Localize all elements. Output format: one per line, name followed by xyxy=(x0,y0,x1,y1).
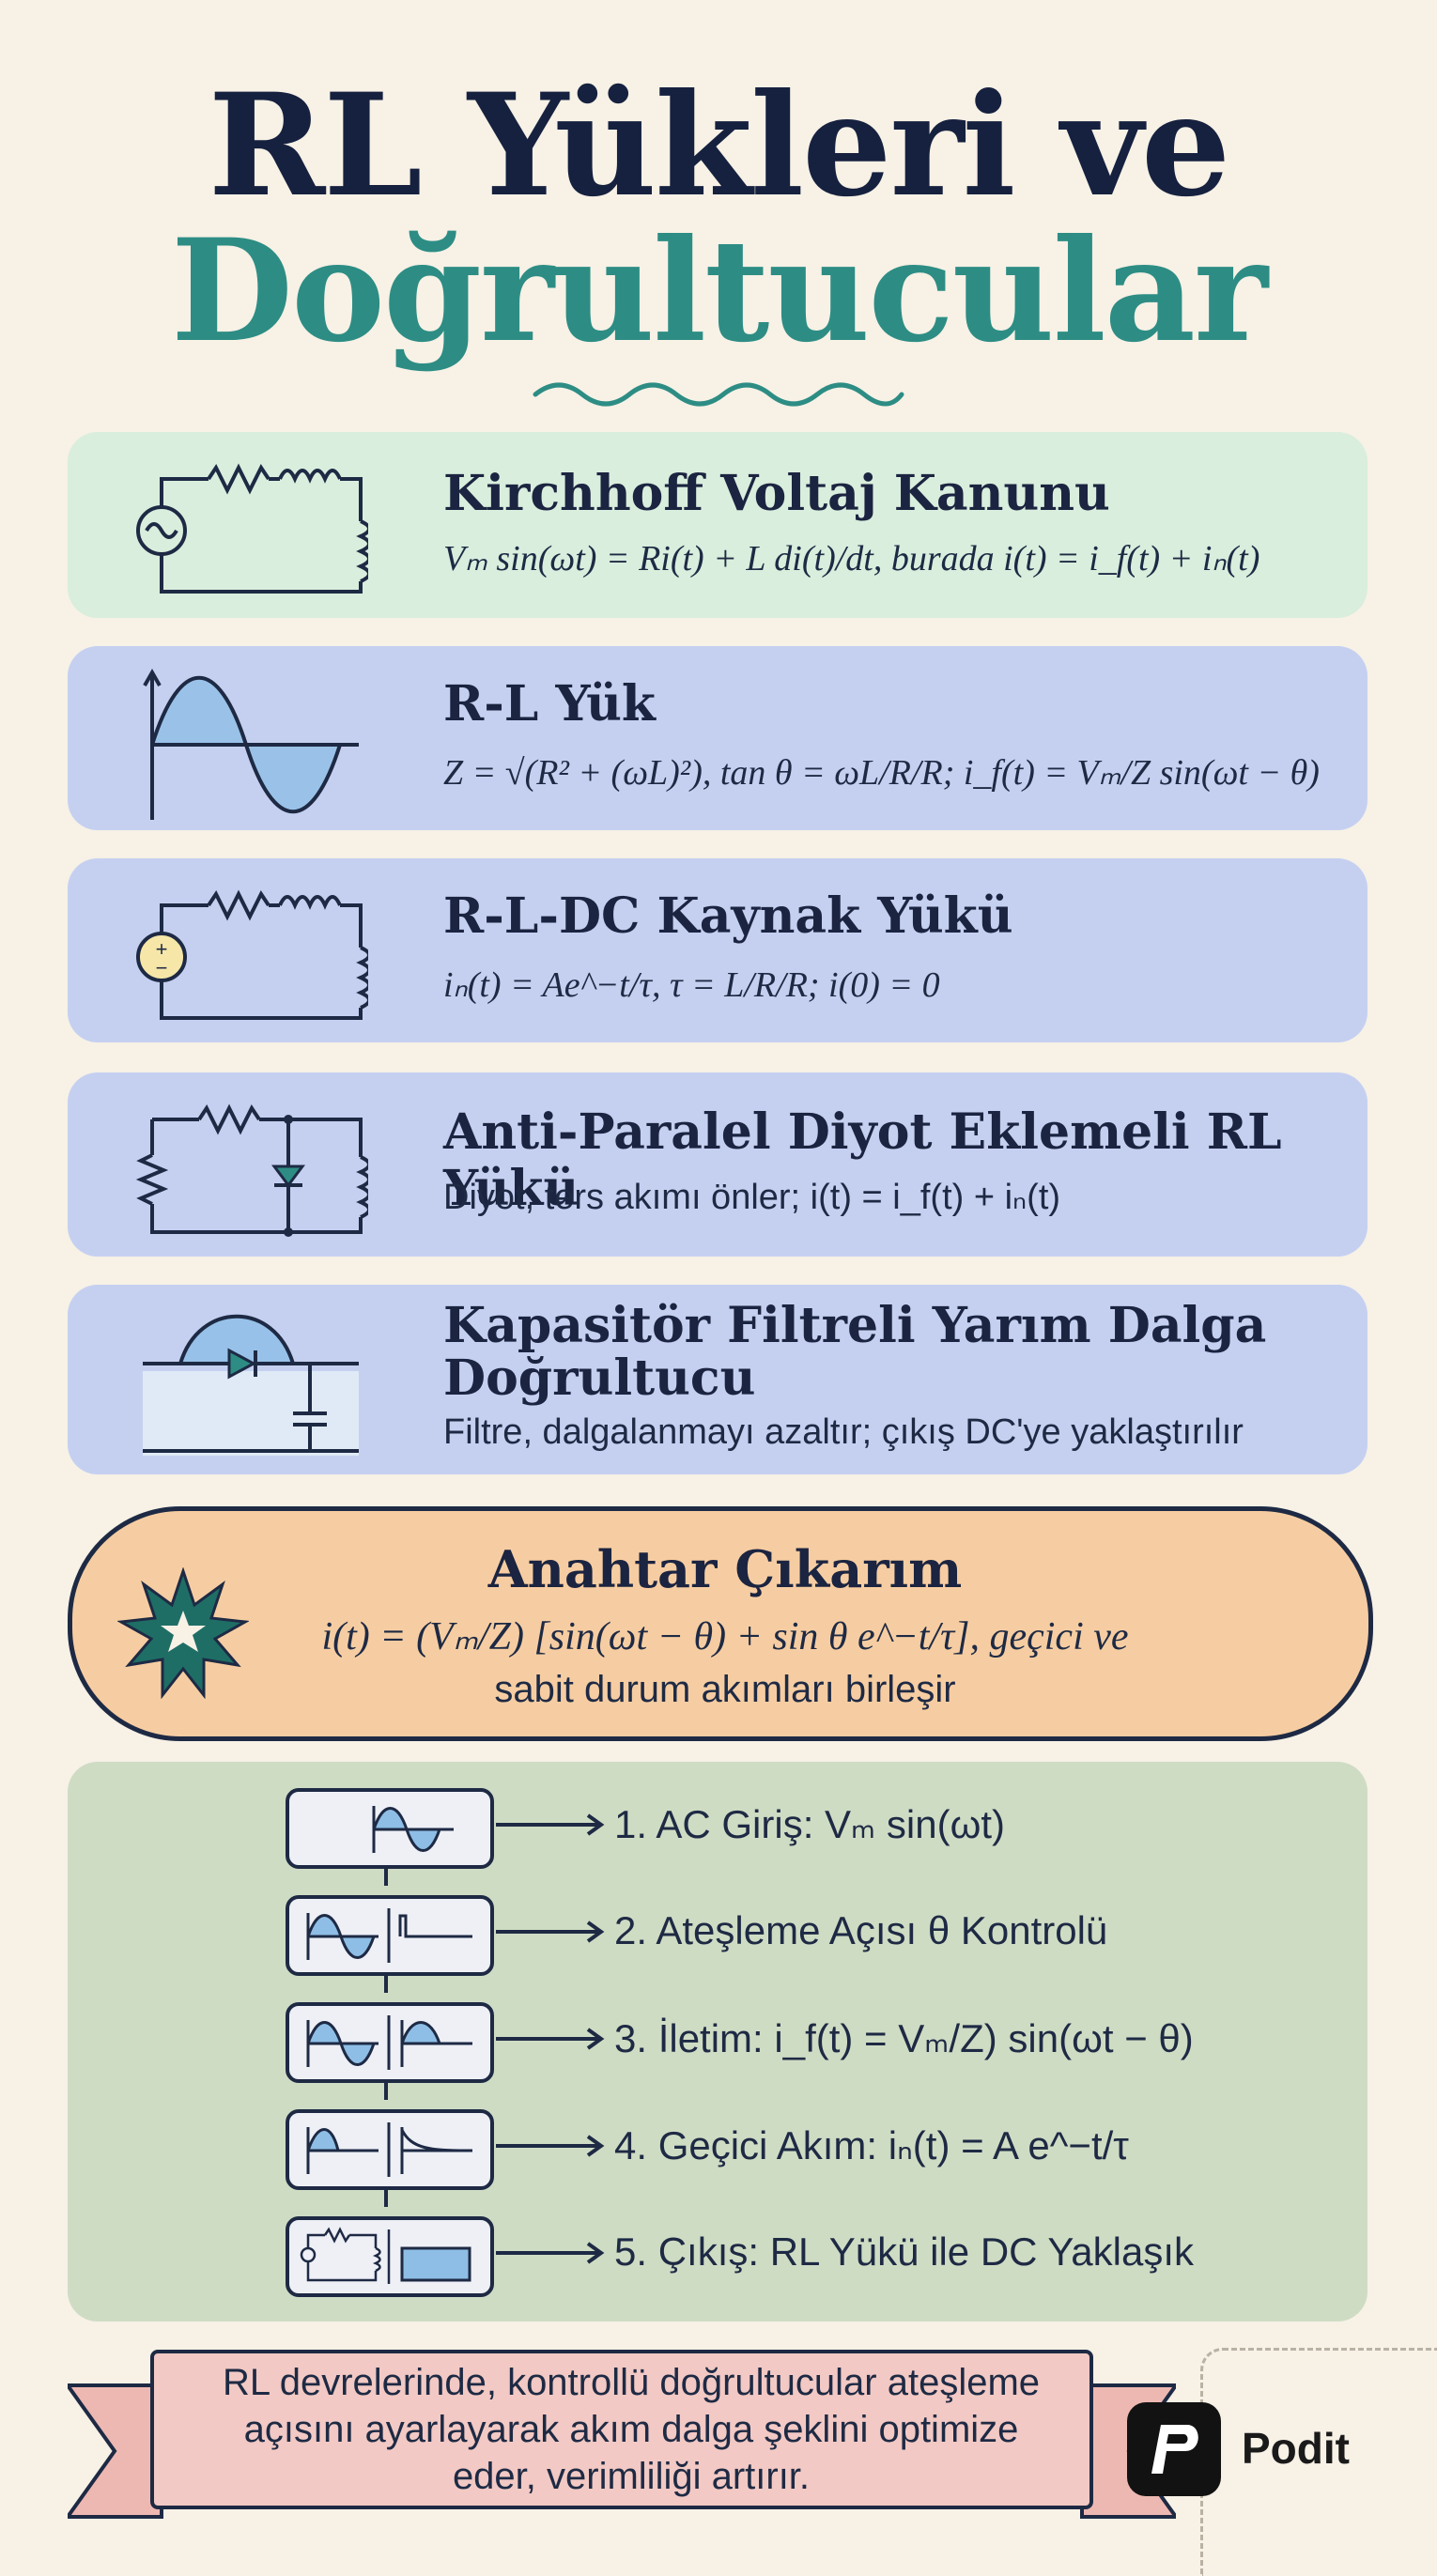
firing-angle-icon xyxy=(306,1908,472,1963)
arrow-right-icon xyxy=(496,2242,605,2264)
transient-icon xyxy=(306,2122,472,2177)
diode-rl-circuit-icon xyxy=(135,1103,368,1237)
flow-step-5-box xyxy=(286,2216,494,2297)
page-title-line1: RL Yükleri ve xyxy=(208,63,1231,228)
arrow-right-icon xyxy=(496,1920,605,1943)
banner-line2: açısını ayarlayarak akım dalga şeklini o… xyxy=(243,2409,1019,2450)
card-rl-load: R-L Yük Z = √(R² + (ωL)²), tan θ = ωL/R/… xyxy=(68,646,1367,830)
card-title: R-L-DC Kaynak Yükü xyxy=(443,887,1013,945)
svg-text:−: − xyxy=(156,956,168,979)
card-formula: Diyot, ters akımı önler; i(t) = i_f(t) +… xyxy=(443,1178,1061,1217)
card-title: Kirchhoff Voltaj Kanunu xyxy=(443,465,1110,522)
flow-step-3-text: 3. İletim: i_f(t) = Vₘ/Z) sin(ωt − θ) xyxy=(614,2016,1194,2060)
page-title-line2: Doğrultucular xyxy=(170,208,1268,374)
card-kirchhoff: Kirchhoff Voltaj Kanunu Vₘ sin(ωt) = Ri(… xyxy=(68,432,1367,618)
arrow-right-icon xyxy=(496,2135,605,2157)
arrow-right-icon xyxy=(496,2028,605,2050)
logo-text: Podit xyxy=(1242,2424,1350,2473)
capacitor-filter-icon xyxy=(143,1314,359,1456)
flow-step-2-text: 2. Ateşleme Açısı θ Kontrolü xyxy=(614,1908,1108,1952)
card-formula: Vₘ sin(ωt) = Ri(t) + L di(t)/dt, burada … xyxy=(443,539,1260,578)
banner-line3: eder, verimliliği artırır. xyxy=(452,2456,811,2497)
key-formula: i(t) = (Vₘ/Z) [sin(ωt − θ) + sin θ e^−t/… xyxy=(321,1615,1129,1658)
sine-wave-icon xyxy=(143,668,359,820)
card-anti-parallel-diode: Anti-Paralel Diyot Eklemeli RL Yükü Diyo… xyxy=(68,1072,1367,1257)
key-caption: sabit durum akımları birleşir xyxy=(494,1669,956,1710)
card-title: Anti-Paralel Diyot Eklemeli RL Yükü xyxy=(443,1103,1282,1217)
conduction-icon xyxy=(306,2015,472,2070)
summary-banner: RL devrelerinde, kontrollü doğrultucular… xyxy=(68,2348,1176,2536)
process-flow: 1. AC Giriş: Vₘ sin(ωt) 2. Ateşleme Açıs… xyxy=(68,1762,1367,2321)
card-capacitor-filter: Kapasitör Filtreli Yarım Dalga Doğrultuc… xyxy=(68,1285,1367,1474)
flow-step-1-text: 1. AC Giriş: Vₘ sin(ωt) xyxy=(614,1802,1006,1846)
key-takeaway: Anahtar Çıkarım i(t) = (Vₘ/Z) [sin(ωt − … xyxy=(68,1506,1373,1741)
wave-divider-icon xyxy=(533,382,904,407)
flow-step-1-box xyxy=(286,1788,494,1869)
card-title-line1: Kapasitör Filtreli Yarım Dalga xyxy=(443,1297,1267,1354)
banner-line1: RL devrelerinde, kontrollü doğrultucular… xyxy=(222,2362,1041,2403)
card-formula: Filtre, dalgalanmayı azaltır; çıkış DC'y… xyxy=(443,1412,1244,1452)
dc-output-icon xyxy=(300,2227,471,2284)
card-rl-dc: + − R-L-DC Kaynak Yükü iₙ(t) = Ae^−t/τ, … xyxy=(68,858,1367,1042)
flow-connector xyxy=(384,2179,388,2207)
sine-wave-icon xyxy=(372,1806,454,1853)
flow-connector xyxy=(384,2072,388,2100)
card-title: R-L Yük xyxy=(443,675,656,733)
key-title: Anahtar Çıkarım xyxy=(487,1539,963,1599)
dc-rl-circuit-icon: + − xyxy=(136,889,368,1020)
flow-step-4-box xyxy=(286,2109,494,2190)
flow-step-3-box xyxy=(286,2002,494,2083)
svg-text:+: + xyxy=(156,937,168,961)
ac-rl-circuit-icon xyxy=(136,463,368,594)
arrow-right-icon xyxy=(496,1813,605,1836)
card-title-line2: Doğrultucu xyxy=(443,1350,756,1407)
podit-logo-icon xyxy=(1127,2402,1221,2496)
banner-text: RL devrelerinde, kontrollü doğrultucular… xyxy=(162,2359,1101,2500)
flow-connector xyxy=(384,1858,388,1886)
card-formula: iₙ(t) = Ae^−t/τ, τ = L/R/R; i(0) = 0 xyxy=(443,965,940,1005)
star-burst-icon xyxy=(117,1567,249,1699)
flow-step-5-text: 5. Çıkış: RL Yükü ile DC Yaklaşık xyxy=(614,2229,1195,2274)
card-formula: Z = √(R² + (ωL)²), tan θ = ωL/R/R; i_f(t… xyxy=(443,753,1320,793)
flow-step-2-box xyxy=(286,1895,494,1976)
flow-step-4-text: 4. Geçici Akım: iₙ(t) = A e^−t/τ xyxy=(614,2123,1129,2167)
flow-connector xyxy=(384,1965,388,1993)
